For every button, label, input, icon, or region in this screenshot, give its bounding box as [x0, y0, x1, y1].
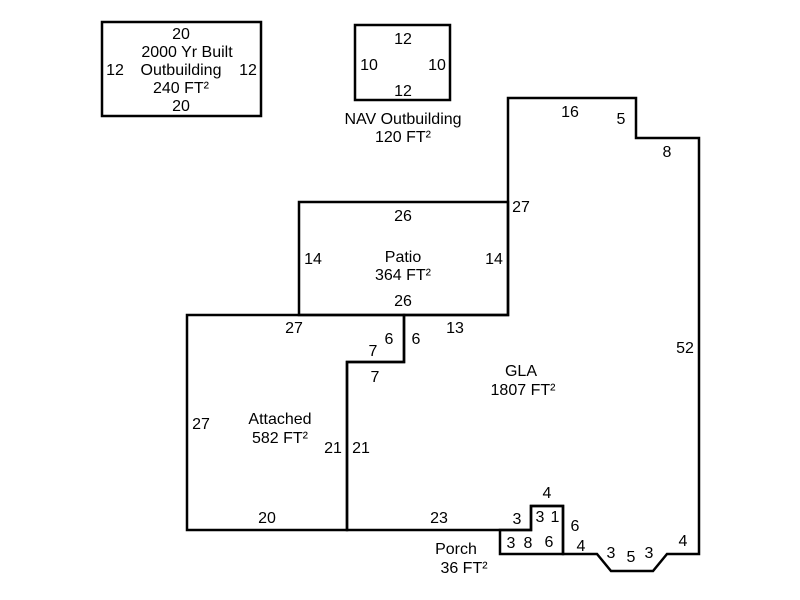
- dim-label: 14: [485, 251, 503, 268]
- dim-label: 4: [577, 538, 586, 555]
- dim-label: 10: [428, 57, 446, 74]
- dim-label: 13: [446, 320, 464, 337]
- dim-label: 1: [551, 509, 560, 526]
- dim-label: 16: [561, 104, 579, 121]
- dim-label: 3: [607, 545, 616, 562]
- dim-label: 7: [371, 369, 380, 386]
- dim-label: 6: [412, 331, 421, 348]
- area-label: Porch: [435, 541, 477, 558]
- dim-label: 21: [324, 440, 342, 457]
- dim-label: 27: [192, 416, 210, 433]
- area-label: NAV Outbuilding: [344, 111, 461, 128]
- dim-label: 12: [394, 31, 412, 48]
- dim-label: 5: [617, 111, 626, 128]
- dim-label: 20: [172, 26, 190, 43]
- porch-outline: [498, 504, 565, 556]
- area-value: 120 FT²: [375, 129, 432, 146]
- area-label: 2000 Yr Built: [141, 44, 233, 61]
- dim-label: 10: [360, 57, 378, 74]
- area-label: GLA: [505, 363, 537, 380]
- area-label: Outbuilding: [141, 62, 222, 79]
- dim-label: 4: [543, 485, 552, 502]
- gla-outline: [345, 96, 701, 573]
- dim-label: 20: [258, 510, 276, 527]
- dim-label: 7: [369, 343, 378, 360]
- area-value: 1807 FT²: [491, 382, 557, 399]
- area-value: 36 FT²: [440, 560, 488, 577]
- dim-label: 3: [513, 511, 522, 528]
- dim-label: 3: [645, 545, 654, 562]
- area-value: 240 FT²: [153, 80, 210, 97]
- dim-label: 27: [285, 320, 303, 337]
- dim-label: 26: [394, 293, 412, 310]
- dim-label: 8: [524, 535, 533, 552]
- dim-label: 21: [352, 440, 370, 457]
- nav-outbuilding-outline: [353, 23, 452, 102]
- dim-label: 12: [239, 62, 257, 79]
- dim-label: 20: [172, 98, 190, 115]
- dim-label: 52: [676, 340, 694, 357]
- dim-label: 27: [512, 199, 530, 216]
- dim-label: 26: [394, 208, 412, 225]
- outbuilding-2000-outline: [100, 20, 263, 118]
- dim-label: 6: [385, 331, 394, 348]
- area-label: Attached: [248, 411, 311, 428]
- area-label: Patio: [385, 249, 422, 266]
- area-value: 364 FT²: [375, 267, 432, 284]
- dim-label: 3: [507, 535, 516, 552]
- dim-label: 6: [545, 534, 554, 551]
- dim-label: 23: [430, 510, 448, 527]
- dim-label: 8: [663, 144, 672, 161]
- dim-label: 6: [571, 518, 580, 535]
- dim-label: 5: [627, 549, 636, 566]
- dim-label: 3: [536, 509, 545, 526]
- dim-label: 4: [679, 533, 688, 550]
- dim-label: 14: [304, 251, 322, 268]
- dim-label: 12: [394, 83, 412, 100]
- area-value: 582 FT²: [252, 430, 309, 447]
- dim-label: 12: [106, 62, 124, 79]
